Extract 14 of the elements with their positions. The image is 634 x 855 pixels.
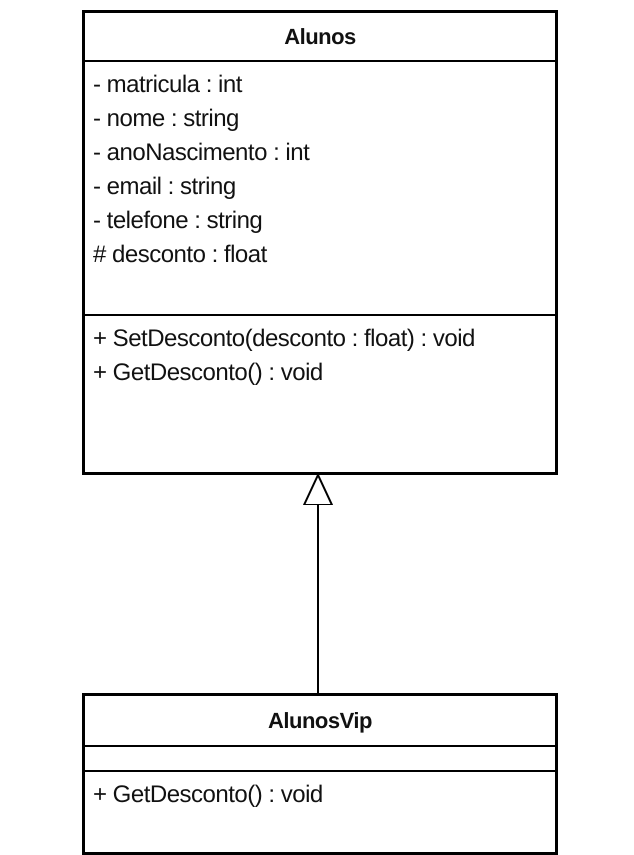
method-text: + SetDesconto(desconto : float) : void <box>93 324 475 354</box>
class-name: AlunosVip <box>267 706 373 735</box>
class-box <box>82 693 558 855</box>
attribute-text: - nome : string <box>93 104 239 134</box>
attribute-text: - telefone : string <box>93 206 262 236</box>
attribute-text: - matricula : int <box>93 70 242 100</box>
attribute-text: - email : string <box>93 172 236 202</box>
attribute-text: - anoNascimento : int <box>93 138 310 168</box>
method-text: + GetDesconto() : void <box>93 780 323 810</box>
method-text: + GetDesconto() : void <box>93 358 323 388</box>
attribute-text: # desconto : float <box>93 240 267 270</box>
inheritance-arrow <box>303 474 333 693</box>
class-box <box>82 10 558 475</box>
class-name: Alunos <box>283 22 357 50</box>
